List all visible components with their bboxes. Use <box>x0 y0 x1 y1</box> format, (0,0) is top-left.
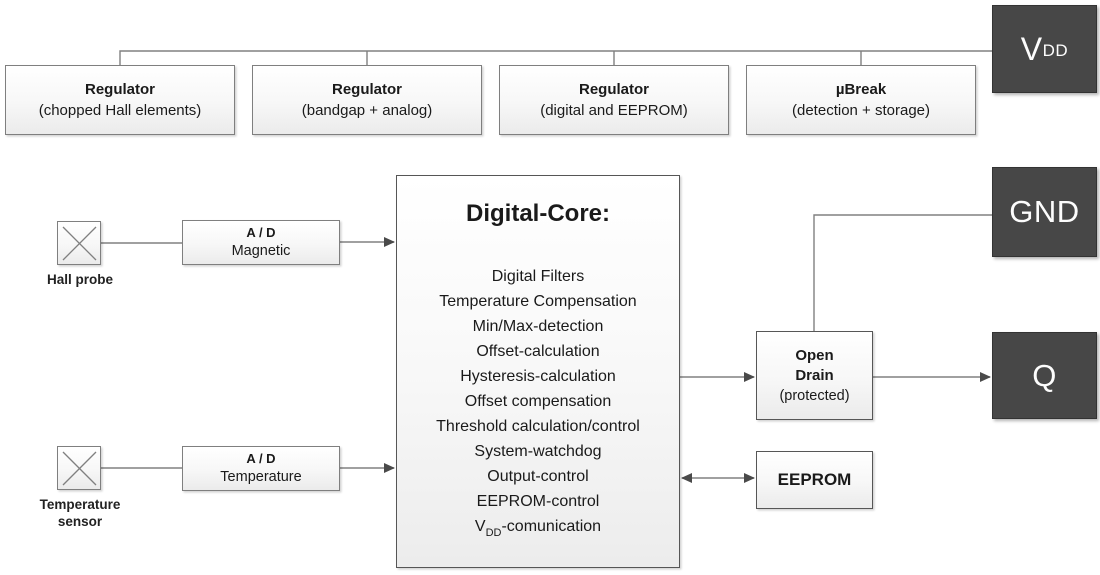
regulator-bandgap-box: Regulator (bandgap + analog) <box>252 65 482 135</box>
open-drain-line2: Drain <box>795 366 834 384</box>
adc-temperature-title: A / D <box>246 451 276 466</box>
vdd-function-suffix: -comunication <box>501 518 602 535</box>
x-cross-icon <box>62 451 96 485</box>
adc-temperature-subtitle: Temperature <box>220 469 302 485</box>
ubreak-subtitle: (detection + storage) <box>792 102 930 119</box>
q-pin-label: Q <box>1032 357 1057 393</box>
ubreak-box: µBreak (detection + storage) <box>746 65 976 135</box>
core-function: Hysteresis-calculation <box>460 368 616 385</box>
core-function: Offset compensation <box>464 393 612 410</box>
temperature-sensor-label: Temperature sensor <box>10 496 150 530</box>
open-drain-box: Open Drain (protected) <box>756 331 873 420</box>
adc-magnetic-title: A / D <box>246 225 276 240</box>
core-function: Temperature Compensation <box>439 293 637 310</box>
temperature-sensor-label-line1: Temperature <box>39 497 121 512</box>
eeprom-box: EEPROM <box>756 451 873 509</box>
adc-magnetic-subtitle: Magnetic <box>231 243 291 259</box>
gnd-pin-label: GND <box>1009 194 1080 229</box>
core-function: Offset-calculation <box>476 343 600 360</box>
regulator-hall-title: Regulator <box>84 81 155 98</box>
q-pin-box: Q <box>992 332 1097 419</box>
adc-magnetic-box: A / D Magnetic <box>182 220 340 265</box>
core-function: Digital Filters <box>491 268 585 285</box>
regulator-digital-subtitle: (digital and EEPROM) <box>540 102 688 119</box>
core-function: System-watchdog <box>474 443 602 460</box>
ubreak-title: µBreak <box>835 81 887 98</box>
temperature-sensor-label-line2: sensor <box>57 514 103 529</box>
hall-probe-icon <box>57 221 101 265</box>
gnd-pin-box: GND <box>992 167 1097 257</box>
regulator-bandgap-title: Regulator <box>331 81 402 98</box>
eeprom-label: EEPROM <box>777 470 852 489</box>
core-function-vdd-communication: VDD-comunication <box>475 514 601 539</box>
regulator-bandgap-subtitle: (bandgap + analog) <box>301 102 433 119</box>
regulator-digital-box: Regulator (digital and EEPROM) <box>499 65 729 135</box>
temperature-sensor-icon <box>57 446 101 490</box>
x-cross-icon <box>62 226 96 260</box>
open-drain-to-gnd-wire <box>813 214 992 331</box>
vdd-bus-wire <box>119 50 992 65</box>
digital-core-title: Digital-Core: <box>466 200 610 227</box>
core-function: Min/Max-detection <box>472 318 604 335</box>
regulator-digital-title: Regulator <box>578 81 649 98</box>
open-drain-line3: (protected) <box>779 387 850 404</box>
vdd-function-subscript: DD <box>485 527 502 540</box>
hall-probe-label: Hall probe <box>46 272 113 287</box>
adc-temperature-box: A / D Temperature <box>182 446 340 491</box>
core-function: Threshold calculation/control <box>436 418 640 435</box>
open-drain-line1: Open <box>795 346 834 364</box>
core-function: Output-control <box>487 468 589 485</box>
vdd-function-prefix: V <box>474 518 486 535</box>
regulator-hall-box: Regulator (chopped Hall elements) <box>5 65 235 135</box>
core-function: EEPROM-control <box>476 493 600 510</box>
regulator-hall-subtitle: (chopped Hall elements) <box>38 102 202 119</box>
vdd-pin-label: V <box>1020 30 1043 67</box>
